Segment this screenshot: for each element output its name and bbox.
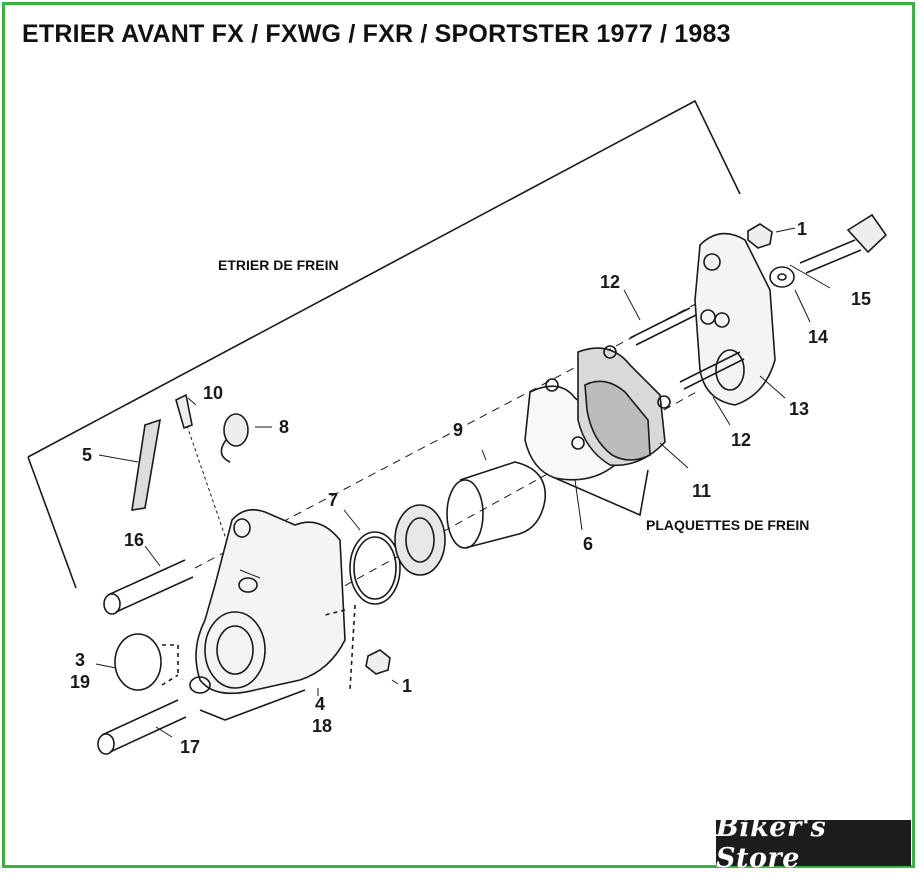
callout-14: 14 [808,327,828,347]
callout-12-lower: 12 [731,430,751,450]
caliper-group-bracket [27,99,741,458]
washer [769,266,795,288]
callout-4: 4 [315,694,325,714]
bikers-store-logo: Biker's Store [716,812,911,874]
callout-13: 13 [789,399,809,419]
caliper-body [189,509,346,695]
bleeder-cap [220,413,249,463]
mounting-pin-16 [103,559,194,615]
callout-16: 16 [124,530,144,550]
callout-6: 6 [583,534,593,554]
nut-lower [365,649,391,675]
callout-11: 11 [692,481,711,501]
bleeder-screw [175,393,193,430]
callout-9: 9 [453,420,463,440]
caliper-group-label: ETRIER DE FREIN [218,257,339,273]
pad-pin-lower [679,351,745,390]
callout-5: 5 [82,445,92,465]
pads-group-label: PLAQUETTES DE FREIN [646,517,809,533]
piston-seal [349,531,401,605]
callout-17: 17 [180,737,200,757]
piston [446,461,546,549]
callout-1-lower: 1 [402,676,412,696]
brake-pad-inner [524,378,616,481]
bushing [114,633,162,691]
dust-boot [394,504,446,576]
brake-pad-outer [577,345,671,467]
mounting-pin-17 [97,699,187,755]
nut-upper [747,223,773,249]
callout-15: 15 [851,289,871,309]
callout-10: 10 [203,383,223,403]
callout-12-upper: 12 [600,272,620,292]
pad-pin-upper [629,307,697,346]
callout-18: 18 [312,716,332,736]
bolt [799,213,888,274]
insulator-pad [131,418,162,511]
diagram-title: ETRIER AVANT FX / FXWG / FXR / SPORTSTER… [22,20,731,48]
callout-3: 3 [75,650,85,670]
callout-1-upper: 1 [797,219,807,239]
mounting-bracket [694,232,776,406]
callout-19: 19 [70,672,90,692]
callout-7: 7 [328,490,338,510]
callout-8: 8 [279,417,289,437]
